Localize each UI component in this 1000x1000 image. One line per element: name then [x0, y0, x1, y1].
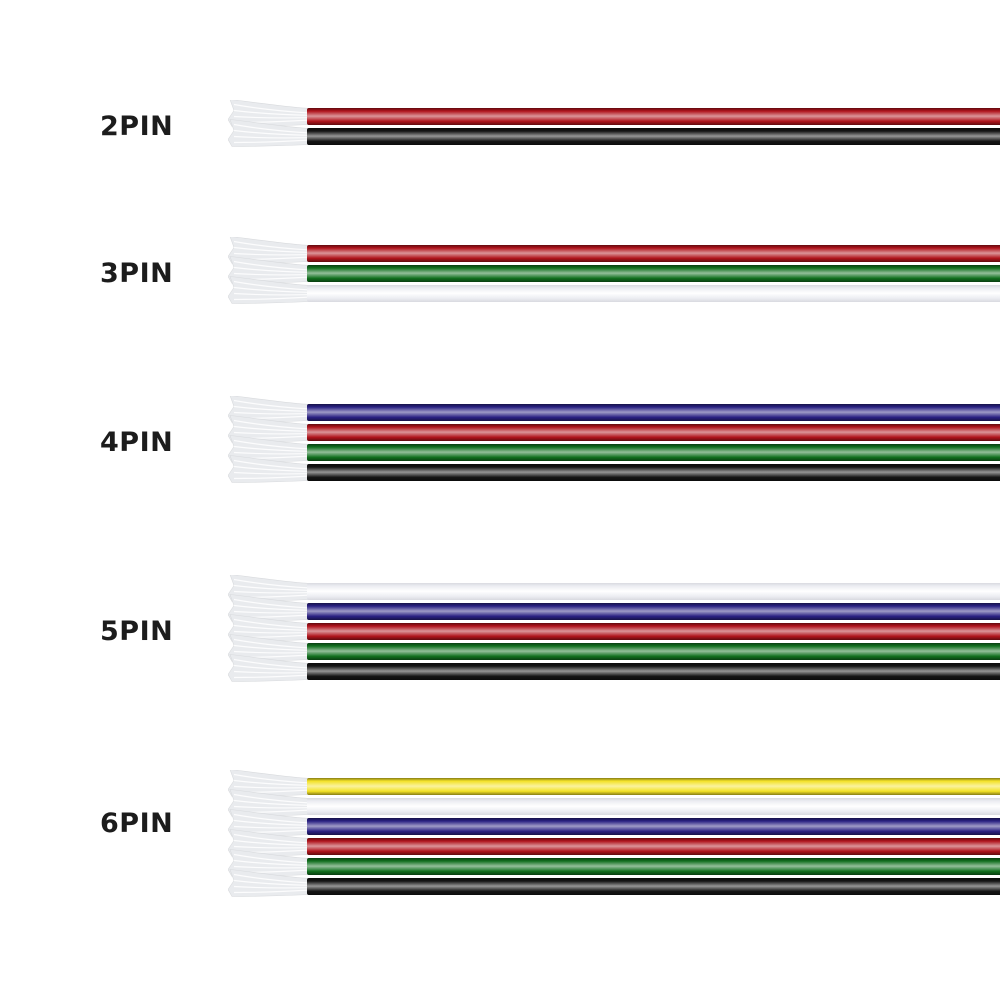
- strand-line: [233, 465, 309, 472]
- wire-green: [307, 643, 1000, 660]
- strand-line: [233, 103, 309, 114]
- strand-line: [233, 644, 309, 651]
- wire-green: [307, 858, 1000, 875]
- strand-line: [233, 630, 309, 634]
- wire-red: [307, 245, 1000, 262]
- strand-line: [233, 139, 309, 144]
- wire-blue: [307, 603, 1000, 620]
- strand-line: [233, 833, 309, 844]
- strand-line: [233, 618, 309, 629]
- wire-yellow: [307, 778, 1000, 795]
- strand-line: [233, 459, 309, 470]
- strand-line: [233, 115, 309, 119]
- strand-line: [233, 664, 309, 671]
- strand-line: [233, 610, 309, 614]
- wire-white: [307, 798, 1000, 815]
- stripped-wire-tips: [228, 100, 310, 147]
- strand-line: [233, 439, 309, 450]
- strand-line: [233, 859, 309, 866]
- strand-line: [233, 266, 309, 273]
- strand-line: [233, 292, 309, 296]
- strand-line: [233, 584, 309, 591]
- strand-line: [233, 286, 309, 293]
- strand-line: [233, 873, 309, 884]
- strand-line: [233, 405, 309, 412]
- strand-line: [233, 296, 309, 301]
- strand-line: [233, 475, 309, 480]
- strand-line: [233, 431, 309, 435]
- strand-line: [233, 650, 309, 654]
- strand-line: [233, 793, 309, 804]
- pin-label: 2PIN: [100, 111, 174, 142]
- pin-label: 6PIN: [100, 808, 174, 839]
- wire-black: [307, 128, 1000, 145]
- wire-green: [307, 444, 1000, 461]
- stripped-wire-tips: [228, 575, 310, 682]
- strand-line: [233, 638, 309, 649]
- stripped-wire-tips: [228, 770, 310, 897]
- wire-green: [307, 265, 1000, 282]
- strand-line: [233, 825, 309, 829]
- strand-line: [233, 578, 309, 589]
- strand-line: [233, 670, 309, 674]
- strand-line: [233, 598, 309, 609]
- strand-line: [233, 129, 309, 136]
- strand-line: [233, 839, 309, 846]
- strand-line: [233, 885, 309, 889]
- strand-line: [233, 624, 309, 631]
- wire-red: [307, 838, 1000, 855]
- strand-line: [233, 419, 309, 430]
- wire-black: [307, 464, 1000, 481]
- strand-line: [233, 879, 309, 886]
- wire-black: [307, 663, 1000, 680]
- strand-line: [233, 889, 309, 894]
- strand-line: [233, 445, 309, 452]
- strand-line: [233, 674, 309, 679]
- strand-line: [233, 773, 309, 784]
- wire-red: [307, 623, 1000, 640]
- strand-line: [233, 451, 309, 455]
- strand-line: [233, 399, 309, 410]
- wire-blue: [307, 404, 1000, 421]
- wire-black: [307, 878, 1000, 895]
- wire-blue: [307, 818, 1000, 835]
- strand-line: [233, 865, 309, 869]
- strand-line: [233, 260, 309, 271]
- strand-line: [233, 252, 309, 256]
- stripped-wire-tips: [228, 237, 310, 304]
- wire-white: [307, 285, 1000, 302]
- strand-line: [233, 658, 309, 669]
- strand-line: [233, 845, 309, 849]
- strand-line: [233, 604, 309, 611]
- wire-red: [307, 424, 1000, 441]
- strand-line: [233, 779, 309, 786]
- strand-line: [233, 785, 309, 789]
- strand-line: [233, 425, 309, 432]
- strand-line: [233, 411, 309, 415]
- strand-line: [233, 109, 309, 116]
- strand-line: [233, 246, 309, 253]
- pin-label: 4PIN: [100, 427, 174, 458]
- pin-label: 5PIN: [100, 616, 174, 647]
- strand-line: [233, 471, 309, 475]
- strand-line: [233, 135, 309, 139]
- strand-line: [233, 123, 309, 134]
- strand-line: [233, 805, 309, 809]
- strand-line: [233, 799, 309, 806]
- wire-white: [307, 583, 1000, 600]
- wire-red: [307, 108, 1000, 125]
- pin-label: 3PIN: [100, 258, 174, 289]
- stripped-wire-tips: [228, 396, 310, 483]
- strand-line: [233, 590, 309, 594]
- strand-line: [233, 813, 309, 824]
- strand-line: [233, 853, 309, 864]
- strand-line: [233, 819, 309, 826]
- strand-line: [233, 272, 309, 276]
- strand-line: [233, 280, 309, 291]
- strand-line: [233, 240, 309, 251]
